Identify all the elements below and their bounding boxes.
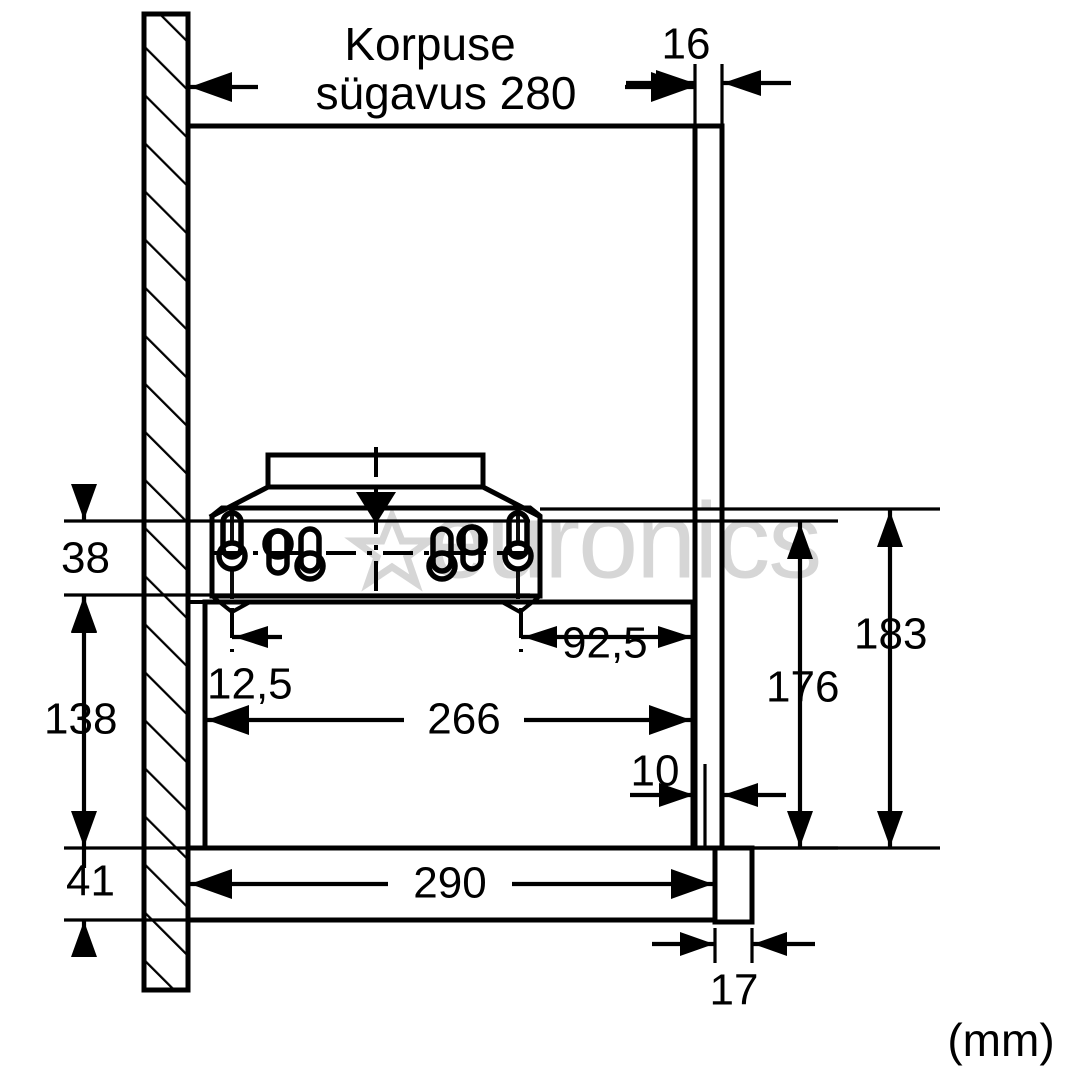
airflow-arrow	[356, 492, 396, 524]
watermark-text: euronics	[428, 480, 820, 601]
unit-note: (mm)	[947, 1014, 1054, 1066]
dimension-slot-offset-925: 92,5	[519, 608, 693, 668]
dimension-label-266: 266	[427, 695, 500, 744]
dimension-mid-height-176: 176	[540, 519, 839, 850]
dimension-handle-depth-17: 17	[652, 928, 815, 1015]
dimension-label-138: 138	[44, 695, 117, 744]
dimension-overall-height-183: 183	[540, 507, 940, 850]
dimension-body-height-138: 138	[44, 595, 205, 850]
dimension-label-41: 41	[66, 857, 115, 906]
dimension-lower-height-41: 41	[64, 848, 205, 957]
dimension-label-176: 176	[766, 663, 839, 712]
dimension-label-17: 17	[710, 966, 759, 1015]
dimension-total-depth-290: 290	[188, 859, 715, 908]
dimension-inner-width-266: 266	[205, 695, 693, 744]
dimension-label-38: 38	[61, 534, 110, 583]
note-line-1: Korpuse	[344, 18, 515, 70]
mounting-slot-right-b	[456, 524, 488, 572]
watermark: euronics	[344, 480, 822, 601]
dimension-panel-thickness-16: 16	[626, 20, 791, 126]
dimension-label-92-5: 92,5	[562, 619, 648, 668]
dimension-label-12-5: 12,5	[207, 660, 293, 709]
cabinet-side-panel	[141, 11, 191, 993]
note-line-2: sügavus 280	[316, 67, 577, 119]
dimension-label-16: 16	[662, 20, 711, 69]
dimension-panel-gap-10: 10	[630, 747, 786, 848]
drawer-handle	[712, 845, 755, 925]
dimension-cabinet-depth: Korpuse sügavus 280	[188, 18, 695, 119]
mounting-slot-left-a	[262, 528, 294, 576]
dimension-label-183: 183	[854, 610, 927, 659]
dimension-front-inset-125: 12,5	[207, 608, 293, 709]
dimension-label-290: 290	[413, 859, 486, 908]
